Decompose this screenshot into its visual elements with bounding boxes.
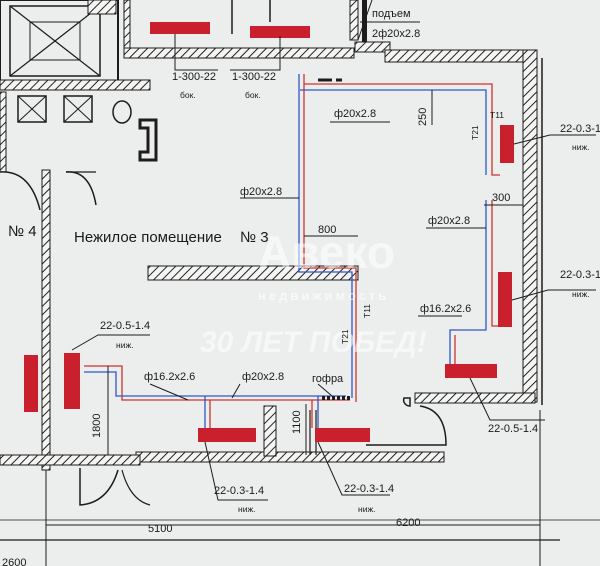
radiator-right-upper-note: ниж. [572,142,590,152]
radiator-bottom-right-note: ниж. [358,504,376,514]
door-swing [366,405,447,446]
pipe-right-branch-label: ф16.2х2.6 [420,303,471,315]
radiator-far-left [24,355,38,412]
radiator-top-right [250,26,310,38]
left-walls [0,169,600,566]
radiator-left-wall-model: 22-0.5-1.4 [100,320,150,332]
radiator-right-lower-note: ниж. [572,289,590,299]
pipe-corrugation-label: гофра [312,373,344,385]
pipe-tag-t11-mid: Т11 [362,304,372,318]
pipe-top-run-label: ф20х2.8 [334,108,376,120]
radiator-bottom-left-model: 22-0.3-1.4 [214,485,264,497]
radiator-top-left-note: бок. [180,90,196,100]
pipe-bottom-left-branch-label: ф16.2х2.6 [144,371,195,383]
radiator-top-left-model: 1-300-22 [172,71,216,83]
radiator-right-lower [498,272,512,327]
pipe-left-vertical-label: ф20х2.8 [240,186,282,198]
svg-text:Авеко: Авеко [258,226,395,278]
dim-6200: 6200 [396,517,420,529]
dim-2600: 2600 [2,557,26,566]
radiator-right-bottom-model: 22-0.5-1.4 [488,423,538,435]
top-walls [123,0,391,59]
riser-label: подъем [372,8,411,20]
leader-lines [71,0,596,501]
radiator-right-upper-model: 22-0.3-1. [560,123,600,135]
radiator-left-wall-note: ниж. [116,340,134,350]
watermark: Авеко недвижимость 30 ЛЕТ ПОБЕД! [200,226,427,359]
radiator-left-wall [64,353,80,409]
radiator-right-upper [500,125,514,163]
svg-text:30 ЛЕТ ПОБЕД!: 30 ЛЕТ ПОБЕД! [200,326,427,359]
dim-1800: 1800 [91,414,103,438]
pipe-tag-t21-top: Т21 [470,125,480,140]
dim-5100: 5100 [148,523,172,535]
supply-pipe [84,74,500,428]
pipe-tag-t11-top: Т11 [490,110,504,120]
radiator-bottom-left [198,428,256,442]
svg-text:недвижимость: недвижимость [258,288,389,303]
labels: Нежилое помещение № 3 № 4 подъем 2ф20х2.… [2,8,600,566]
radiator-bottom-right [315,428,370,442]
room-3-walls [135,49,543,463]
room-number: № 3 [240,229,269,246]
dimension-lines [46,90,540,526]
riser-size: 2ф20х2.8 [372,28,420,40]
dim-300: 300 [492,192,510,204]
pipe-right-vertical-label: ф20х2.8 [428,215,470,227]
radiator-top-right-model: 1-300-22 [232,71,276,83]
dim-800: 800 [318,224,336,236]
sink-icon [138,118,158,162]
interior-partition [147,265,359,281]
pipe-bottom-main-label: ф20х2.8 [242,371,284,383]
radiator-top-left [150,22,210,34]
radiator-right-bottom [445,364,497,378]
dim-250: 250 [417,108,429,126]
toilet-icon [112,100,132,124]
radiator-bottom-right-model: 22-0.3-1.4 [344,483,394,495]
pipes [84,74,500,428]
return-pipe [84,74,487,428]
radiators [24,22,514,442]
neighbor-room-number: № 4 [8,223,37,240]
radiator-bottom-left-note: ниж. [238,504,256,514]
room-title: Нежилое помещение [74,229,222,246]
radiator-top-right-note: бок. [245,90,261,100]
dim-1100: 1100 [291,410,303,434]
radiator-right-lower-model: 22-0.3-1. [560,269,600,281]
pipe-tag-t21-mid: Т21 [340,329,350,344]
